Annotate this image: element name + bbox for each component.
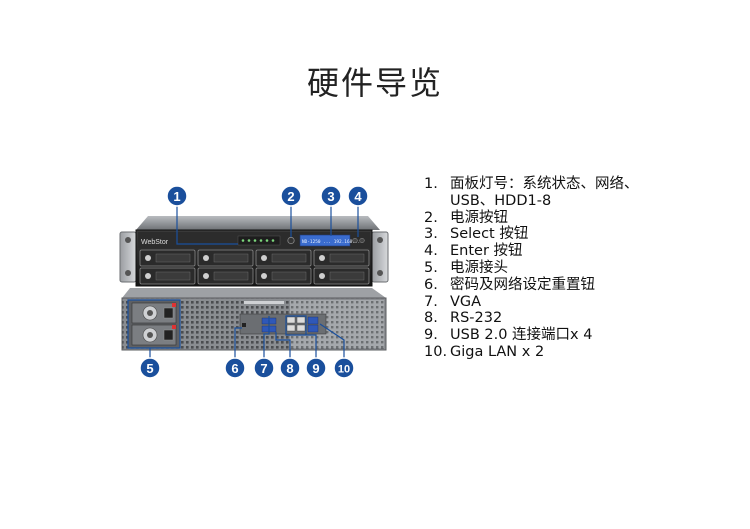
legend-item: 7. VGA xyxy=(424,294,654,311)
legend-number: 7. xyxy=(424,293,438,310)
power-button-graphic xyxy=(287,236,295,245)
legend-text: Giga LAN x 2 xyxy=(450,343,545,360)
legend-item: 9. USB 2.0 连接端口x 4 xyxy=(424,327,654,344)
callout-4: 4 xyxy=(347,185,369,207)
enter-button-graphic xyxy=(359,237,365,244)
svg-text:2: 2 xyxy=(287,189,294,204)
legend-number: 6. xyxy=(424,276,438,293)
callout-7: 7 xyxy=(253,357,275,379)
rear-io-panel xyxy=(239,313,327,335)
legend-item: 6. 密码及网络设定重置钮 xyxy=(424,277,654,294)
callout-5: 5 xyxy=(139,357,161,379)
legend-item: 1. 面板灯号：系统状态、网络、USB、HDD1-8 xyxy=(424,176,654,210)
page-title: 硬件导览 xyxy=(306,64,443,102)
legend-item: 5. 电源接头 xyxy=(424,260,654,277)
legend-text: Enter 按钮 xyxy=(450,243,523,260)
legend-number: 1. xyxy=(424,176,438,192)
drive-bays xyxy=(139,249,370,285)
callout-2: 2 xyxy=(280,185,302,207)
callout-8: 8 xyxy=(279,357,301,379)
callout-1: 1 xyxy=(166,185,188,207)
svg-text:7: 7 xyxy=(260,361,267,376)
legend-number: 9. xyxy=(424,327,438,344)
select-button-graphic xyxy=(352,237,358,244)
callout-3: 3 xyxy=(320,185,342,207)
svg-text:8: 8 xyxy=(286,361,293,376)
front-led-panel xyxy=(237,235,281,246)
legend-text: 密码及网络设定重置钮 xyxy=(450,276,595,293)
brand-logo: WebStor xyxy=(141,239,169,246)
svg-text:5: 5 xyxy=(146,361,153,376)
legend-item: 4. Enter 按钮 xyxy=(424,243,654,260)
svg-text:1: 1 xyxy=(173,189,180,204)
svg-text:9: 9 xyxy=(312,361,319,376)
legend-text: RS-232 xyxy=(450,310,503,327)
callout-6: 6 xyxy=(224,357,246,379)
front-chassis: WebStor ND-1250 ... 192.168... xyxy=(119,216,389,287)
svg-text:3: 3 xyxy=(327,189,334,204)
legend-number: 5. xyxy=(424,259,438,276)
legend-item: 3. Select 按钮 xyxy=(424,226,654,243)
legend-number: 4. xyxy=(424,243,438,260)
legend-text: 电源按钮 xyxy=(450,209,508,226)
legend-item: 8. RS-232 xyxy=(424,310,654,327)
component-legend: 1. 面板灯号：系统状态、网络、USB、HDD1-8 2. 电源按钮 3. Selec… xyxy=(424,176,654,361)
svg-text:4: 4 xyxy=(354,189,362,204)
callout-9: 9 xyxy=(305,357,327,379)
legend-number: 3. xyxy=(424,226,438,243)
legend-text: 电源接头 xyxy=(450,259,508,276)
legend-text: 面板灯号：系统状态、网络、USB、HDD1-8 xyxy=(450,176,639,209)
svg-text:6: 6 xyxy=(231,361,238,376)
legend-number: 8. xyxy=(424,310,438,327)
legend-number: 10. xyxy=(424,343,448,360)
legend-text: VGA xyxy=(450,293,482,310)
lcd-display xyxy=(299,234,351,247)
legend-item: 2. 电源按钮 xyxy=(424,210,654,227)
callout-10: 10 xyxy=(333,357,355,379)
lcd-text: ND-1250 ... 192.168... xyxy=(302,239,360,245)
legend-number: 2. xyxy=(424,209,438,226)
legend-text: USB 2.0 连接端口x 4 xyxy=(450,327,593,344)
svg-text:10: 10 xyxy=(338,364,350,376)
callout-lines xyxy=(127,205,359,358)
rear-chassis xyxy=(121,288,387,351)
legend-text: Select 按钮 xyxy=(450,226,529,243)
legend-item: 10.Giga LAN x 2 xyxy=(424,344,654,361)
